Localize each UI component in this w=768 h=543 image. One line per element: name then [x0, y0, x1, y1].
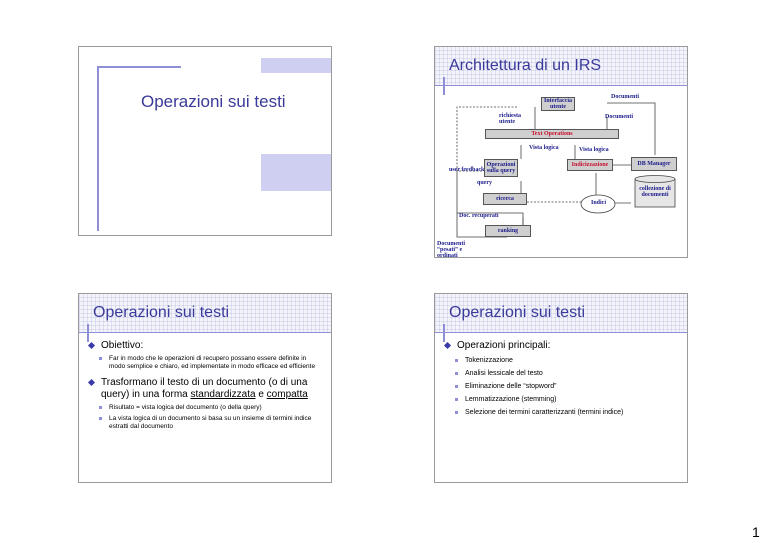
bullet-list: Obiettivo: Far in modo che le operazioni…: [87, 340, 323, 431]
title-band: [435, 47, 687, 85]
label-collezione: collezione di documenti: [639, 186, 671, 198]
box-interfaccia: Interfaccia utente: [541, 97, 575, 111]
bullet-operazioni: Operazioni principali:: [443, 340, 679, 352]
title-rule: [435, 332, 687, 333]
architecture-diagram-lines: [456, 102, 676, 238]
sub-bullet: Risultato = vista logica del documento (…: [97, 404, 323, 412]
label-documenti-pesati: Documenti “pesati” e ordinati: [437, 241, 465, 258]
sub-bullet: Far in modo che le operazioni di recuper…: [97, 355, 323, 371]
bullet-obiettivo: Obiettivo:: [87, 340, 323, 352]
list-item: Analisi lessicale del testo: [453, 370, 679, 378]
slide-title: Operazioni sui testi: [93, 304, 230, 321]
title-stub: [443, 77, 445, 95]
box-db-manager: DB Manager: [631, 157, 677, 171]
page-number: 1: [752, 524, 760, 540]
sub-bullet: La vista logica di un documento si basa …: [97, 415, 323, 431]
list-item: Eliminazione delle “stopword”: [453, 383, 679, 391]
title-stub: [443, 324, 445, 342]
list-item: Lemmatizzazione (stemming): [453, 396, 679, 404]
slide-4: Operazioni sui testi Operazioni principa…: [434, 293, 688, 483]
decor-block: [261, 154, 331, 191]
label-richiesta: richiesta utente: [499, 113, 521, 125]
label-doc-recuperati: Doc. recuperati: [459, 213, 499, 219]
slide-2: Architettura di un IRS: [434, 46, 688, 258]
decor-line: [97, 66, 99, 231]
title-band: [435, 294, 687, 332]
slide-title: Architettura di un IRS: [449, 57, 602, 74]
box-indicizzazione: Indicizzazione: [567, 159, 613, 171]
box-text-operations: Text Operations: [485, 129, 619, 139]
label-documenti-top: Documenti: [611, 94, 639, 100]
label-vista-logica-1: Vista logica: [529, 145, 559, 151]
title-stub: [87, 324, 89, 342]
label-query: query: [477, 180, 492, 186]
bullet-trasformano: Trasformano il testo di un documento (o …: [87, 377, 323, 401]
decor-block: [261, 58, 331, 73]
box-operazioni-query: Operazioni sulla query: [484, 159, 518, 177]
title-rule: [435, 85, 687, 86]
box-ricerca: ricerca: [483, 193, 527, 205]
list-item: Tokenizzazione: [453, 357, 679, 365]
slide-1: Operazioni sui testi: [78, 46, 332, 236]
title-rule: [79, 332, 331, 333]
label-documenti-mid: Documenti: [605, 114, 633, 120]
slide-title: Operazioni sui testi: [141, 92, 286, 111]
label-user-feedback: user feedback: [449, 167, 485, 173]
decor-bar: [97, 66, 181, 68]
slide-title: Operazioni sui testi: [449, 304, 586, 321]
list-item: Selezione dei termini caratterizzanti (t…: [453, 409, 679, 417]
slide-3: Operazioni sui testi Obiettivo: Far in m…: [78, 293, 332, 483]
label-vista-logica-2: Vista logica: [579, 147, 609, 153]
label-indici: Indici: [591, 200, 607, 206]
title-band: [79, 294, 331, 332]
bullet-list: Operazioni principali: Tokenizzazione An…: [443, 340, 679, 417]
box-ranking: ranking: [485, 225, 531, 237]
